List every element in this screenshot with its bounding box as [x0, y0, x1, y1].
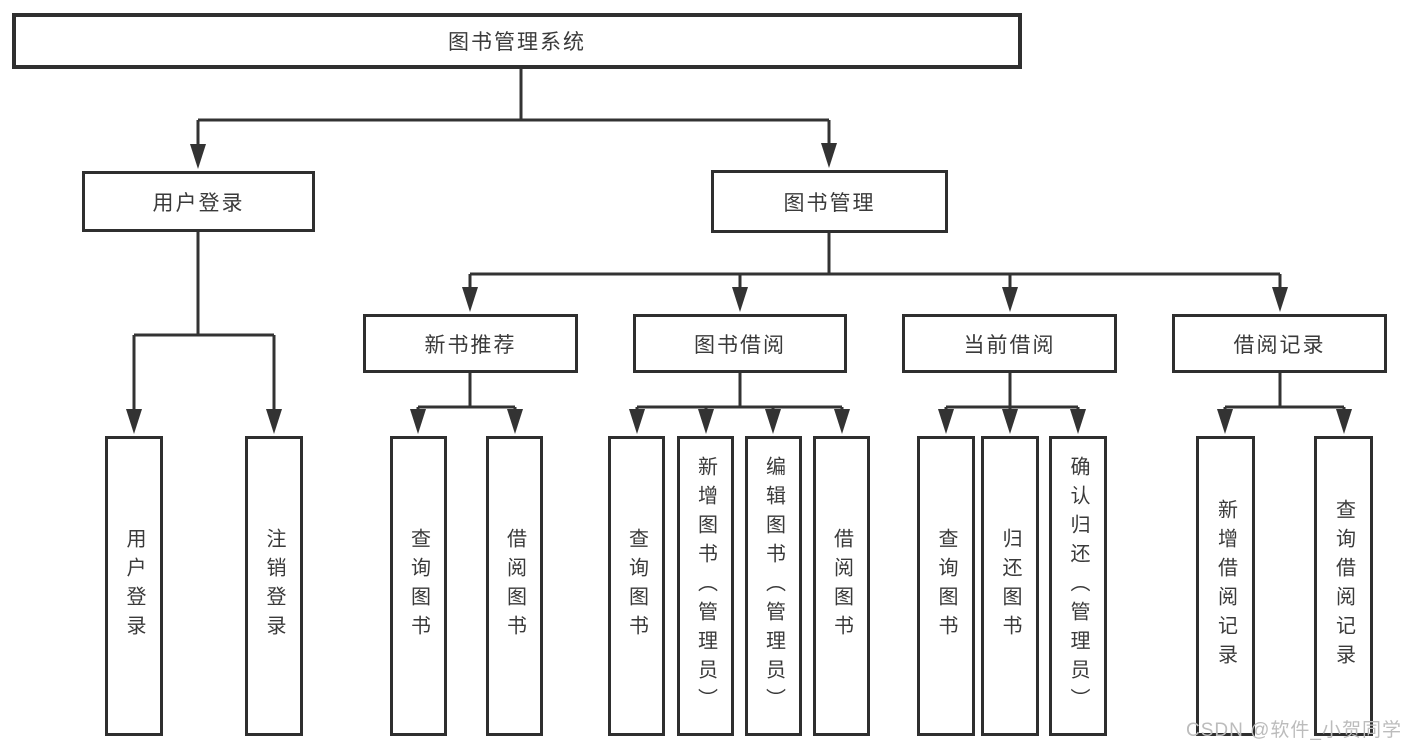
node-br-query-record: 查询借阅记录 — [1314, 436, 1373, 736]
node-label: 图书管理系统 — [448, 31, 586, 54]
node-logout: 注销登录 — [245, 436, 303, 736]
arrowhead-icon — [834, 409, 850, 434]
node-label: 借阅图书 — [503, 528, 526, 644]
node-label: 查询借阅记录 — [1332, 499, 1355, 673]
arrowhead-icon — [698, 409, 714, 434]
node-current-borrow: 当前借阅 — [902, 314, 1117, 373]
node-cb-confirm-return: 确认归还（管理员） — [1049, 436, 1107, 736]
arrowhead-icon — [938, 409, 954, 434]
node-label: 用户登录 — [152, 191, 245, 215]
node-book-management: 图书管理 — [711, 170, 948, 233]
node-label: 图书管理 — [783, 191, 876, 215]
node-label: 归还图书 — [999, 528, 1021, 644]
node-bb-borrow-books: 借阅图书 — [813, 436, 870, 736]
node-cb-return-books: 归还图书 — [981, 436, 1039, 736]
node-root: 图书管理系统 — [12, 13, 1022, 69]
node-bb-query-books: 查询图书 — [608, 436, 665, 736]
node-cb-query-books: 查询图书 — [917, 436, 975, 736]
node-label: 借阅图书 — [830, 528, 853, 644]
arrowhead-icon — [821, 143, 837, 168]
node-label: 查询图书 — [935, 528, 957, 644]
arrowhead-icon — [190, 144, 206, 169]
node-label: 查询图书 — [625, 528, 648, 644]
arrowhead-icon — [732, 287, 748, 312]
node-br-add-record: 新增借阅记录 — [1196, 436, 1255, 736]
node-login: 用户登录 — [105, 436, 163, 736]
node-label: 查询图书 — [407, 528, 430, 644]
arrowhead-icon — [1002, 409, 1018, 434]
arrowhead-icon — [1336, 409, 1352, 434]
arrowhead-icon — [507, 409, 523, 434]
arrowhead-icon — [1070, 409, 1086, 434]
watermark-text: CSDN @软件_小贺同学 — [1186, 720, 1402, 741]
node-label: 图书借阅 — [694, 333, 786, 357]
node-nbr-query-books: 查询图书 — [390, 436, 447, 736]
node-bb-add-books: 新增图书（管理员） — [677, 436, 734, 736]
node-label: 借阅记录 — [1233, 333, 1326, 357]
arrowhead-icon — [126, 409, 142, 434]
node-label: 新增借阅记录 — [1214, 499, 1237, 673]
node-new-book-recommend: 新书推荐 — [363, 314, 578, 373]
node-user-login-branch: 用户登录 — [82, 171, 315, 232]
arrowhead-icon — [1002, 287, 1018, 312]
node-label: 编辑图书（管理员） — [762, 455, 785, 717]
arrowhead-icon — [410, 409, 426, 434]
node-label: 确认归还（管理员） — [1067, 455, 1089, 717]
node-label: 注销登录 — [263, 528, 285, 644]
node-bb-edit-books: 编辑图书（管理员） — [745, 436, 802, 736]
node-nbr-borrow-books: 借阅图书 — [486, 436, 543, 736]
node-book-borrow: 图书借阅 — [633, 314, 847, 373]
arrowhead-icon — [266, 409, 282, 434]
node-label: 用户登录 — [123, 528, 145, 644]
arrowhead-icon — [629, 409, 645, 434]
node-label: 新书推荐 — [424, 333, 517, 357]
arrowhead-icon — [765, 409, 781, 434]
arrowhead-icon — [1217, 409, 1233, 434]
arrowhead-icon — [1272, 287, 1288, 312]
node-borrow-records: 借阅记录 — [1172, 314, 1387, 373]
node-label: 新增图书（管理员） — [694, 455, 717, 717]
node-label: 当前借阅 — [963, 333, 1056, 357]
arrowhead-icon — [462, 287, 478, 312]
